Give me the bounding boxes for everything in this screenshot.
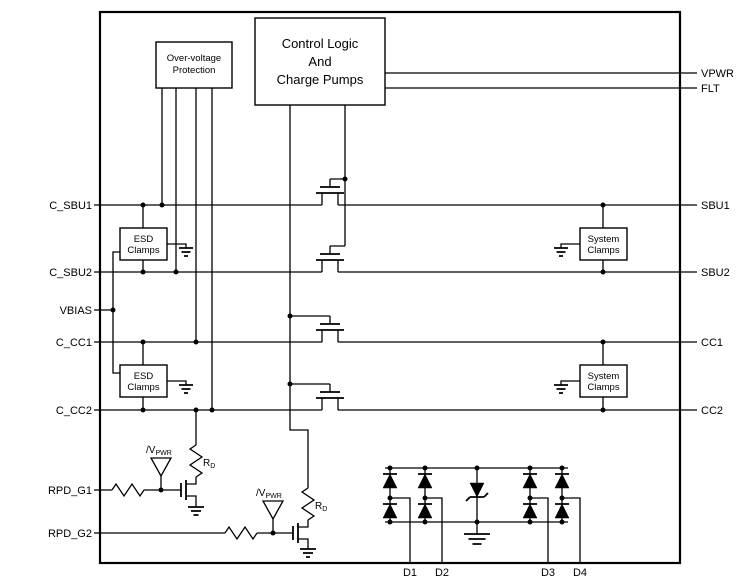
rd-resistor-label: RD	[315, 501, 327, 513]
control-logic-block: Control Logic And Charge Pumps	[254, 17, 386, 106]
esd-clamps-label-2: Clamps	[127, 382, 159, 393]
ovp-label-2: Protection	[173, 65, 216, 76]
esd-clamps-block-sbu: ESD Clamps	[119, 227, 168, 261]
inverter-vpwr-label: /VPWR	[146, 445, 172, 457]
pin-label-sbu2: SBU2	[701, 267, 730, 279]
ic-boundary	[98, 10, 682, 565]
pin-label-d3: D3	[541, 567, 555, 579]
diode-icon	[382, 468, 398, 522]
nmos-pulldown-icon	[180, 480, 187, 500]
ground-icon	[188, 503, 204, 516]
inverter-icon	[149, 457, 173, 478]
rd-resistor-label: RD	[203, 458, 215, 470]
system-clamps-label-2: Clamps	[587, 245, 619, 256]
pin-label-d4: D4	[573, 567, 587, 579]
inverter-icon	[261, 500, 285, 521]
resistor-icon	[188, 444, 204, 478]
pass-fet-cc1-icon	[316, 316, 344, 342]
junction-dots	[110, 176, 606, 536]
esd-clamps-label-1: ESD	[134, 371, 154, 382]
pass-fet-cc2-icon	[316, 384, 344, 410]
ground-icon	[554, 384, 568, 394]
system-clamps-block-cc: System Clamps	[579, 364, 628, 398]
pin-label-cc2: CC2	[701, 405, 723, 417]
diode-icon	[417, 468, 433, 522]
nmos-pulldown-icon	[292, 523, 299, 543]
esd-clamps-block-cc: ESD Clamps	[119, 364, 168, 398]
resistor-icon	[111, 482, 145, 498]
wiring	[94, 72, 697, 563]
pin-label-c-sbu1: C_SBU1	[49, 200, 92, 212]
ground-icon	[179, 384, 193, 394]
control-logic-label-1: Control Logic	[282, 36, 359, 51]
diode-icon	[554, 468, 570, 522]
pin-label-d2: D2	[435, 567, 449, 579]
pin-label-c-sbu2: C_SBU2	[49, 267, 92, 279]
system-clamps-label-1: System	[588, 234, 620, 245]
ground-icon	[179, 247, 193, 257]
resistor-icon	[224, 525, 258, 541]
zener-diode-icon	[465, 468, 489, 522]
diode-icon	[522, 468, 538, 522]
system-clamps-block-sbu: System Clamps	[579, 227, 628, 261]
pass-fet-sbu1-icon	[316, 179, 344, 205]
system-clamps-label-1: System	[588, 371, 620, 382]
pin-label-d1: D1	[403, 567, 417, 579]
inverter-vpwr-label: /VPWR	[256, 488, 282, 500]
esd-clamps-label-2: Clamps	[127, 245, 159, 256]
ground-icon	[554, 247, 568, 257]
pass-fet-sbu2-icon	[316, 246, 344, 272]
over-voltage-protection-block: Over-voltage Protection	[155, 41, 233, 89]
pin-label-flt: FLT	[701, 83, 720, 95]
system-clamps-label-2: Clamps	[587, 382, 619, 393]
pin-label-cc1: CC1	[701, 337, 723, 349]
pin-label-sbu1: SBU1	[701, 200, 730, 212]
resistor-icon	[300, 487, 316, 521]
pin-label-vbias: VBIAS	[60, 305, 92, 317]
pin-label-vpwr: VPWR	[701, 68, 734, 80]
ovp-label-1: Over-voltage	[167, 53, 221, 64]
ground-icon	[464, 522, 490, 545]
pin-label-rpd-g1: RPD_G1	[48, 485, 92, 497]
pin-label-rpd-g2: RPD_G2	[48, 528, 92, 540]
control-logic-label-3: Charge Pumps	[277, 72, 364, 87]
diode-array	[382, 468, 570, 522]
control-logic-label-2: And	[308, 54, 331, 69]
pin-label-c-cc2: C_CC2	[56, 405, 92, 417]
pin-label-c-cc1: C_CC1	[56, 337, 92, 349]
esd-clamps-label-1: ESD	[134, 234, 154, 245]
ground-icon	[300, 546, 316, 558]
